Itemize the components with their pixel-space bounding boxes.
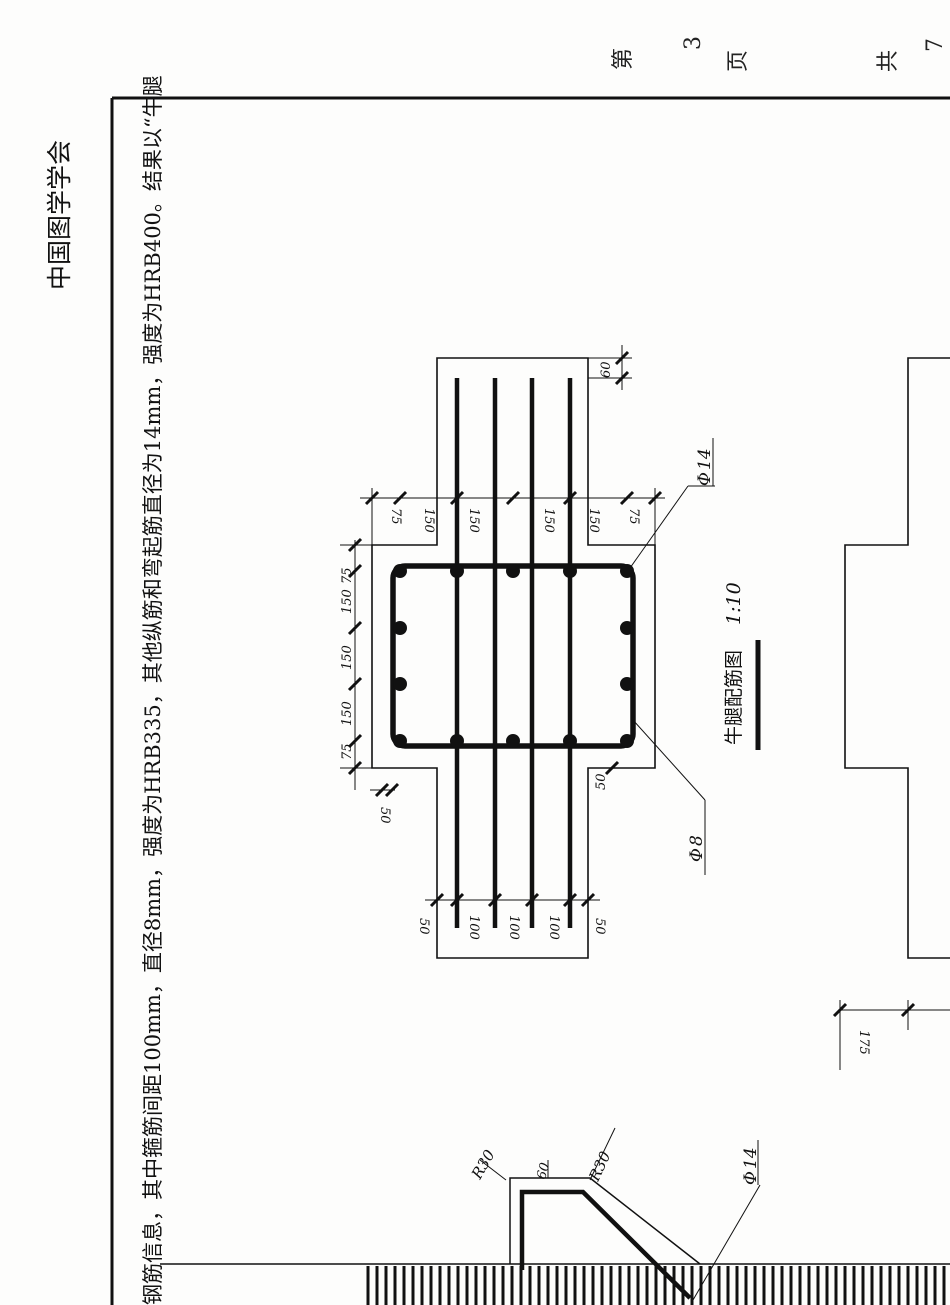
dim-label: 75 [340, 567, 355, 584]
dim-label: 100 [546, 915, 561, 940]
stirrup-hatching [366, 1266, 946, 1305]
dim-label: 60 [534, 1161, 553, 1181]
dimension-tick [647, 490, 663, 506]
rebar-dot [506, 734, 520, 748]
instruction-text: 钢筋信息，其中箍筋间距100mm，直径8mm，强度为HRB335，其他纵筋和弯起… [141, 75, 165, 1305]
dimension-tick [619, 490, 635, 506]
dimension-tick [449, 892, 465, 908]
dimension-tick [580, 892, 596, 908]
dim-label: 75 [340, 743, 355, 760]
dim-label: 100 [466, 915, 481, 940]
org-name: 中国图学学会 [45, 140, 74, 290]
rebar-dots [393, 564, 634, 748]
total-prefix: 共 [876, 50, 901, 72]
bar-symbol-icon: Φ [741, 1171, 761, 1185]
bar-symbol-icon: Φ [687, 848, 707, 862]
dim-label: 50 [377, 807, 392, 824]
rebar-dot [620, 734, 634, 748]
dimension-tick [505, 490, 521, 506]
section-scale: 1:10 [723, 582, 745, 625]
dim-label: 175 [856, 1030, 871, 1055]
dimension-tick [384, 782, 400, 798]
leader-elevation [692, 1184, 761, 1301]
dim-label: 50 [594, 773, 609, 790]
dimension-tick [614, 370, 630, 386]
dimension-tick [562, 892, 578, 908]
rebar-dot [393, 734, 407, 748]
dimension-tick [347, 537, 363, 553]
dimension-tick [562, 490, 578, 506]
page-suffix: 页 [726, 50, 751, 72]
dim-label: 150 [586, 508, 601, 533]
column-elevation [844, 357, 950, 959]
dimension-tick [429, 892, 445, 908]
leader-main-bar [629, 485, 689, 569]
rebar-dot [393, 677, 407, 691]
bent-bar [519, 1189, 692, 1300]
dim-label: 150 [340, 701, 355, 726]
dim-label: 150 [421, 508, 436, 533]
total-value: 7 [923, 38, 948, 52]
dimension-tick [487, 892, 503, 908]
dim-label: 150 [340, 589, 355, 614]
elevation-outline [509, 1177, 701, 1265]
corbel-elevation [160, 1000, 950, 1301]
dimension-tick [614, 350, 630, 366]
dimension-tick [449, 490, 465, 506]
dim-label: 150 [466, 508, 481, 533]
dim-label: 50 [416, 918, 431, 935]
leader-stirrup [632, 719, 706, 801]
rebar-dot [620, 677, 634, 691]
dim-label: 75 [626, 508, 641, 525]
dimension-tick [347, 733, 363, 749]
dim-label: 150 [541, 508, 556, 533]
bar-symbol-icon: Φ [695, 472, 715, 486]
corbel-section [371, 357, 656, 959]
elevation-bar-label: 14 [741, 1147, 761, 1169]
page-prefix: 第 [611, 48, 636, 70]
page-frame [110, 96, 950, 1305]
dim-label: 60 [599, 361, 614, 378]
dim-label: 100 [506, 915, 521, 940]
rebar-dot [393, 564, 407, 578]
dimension-tick [392, 490, 408, 506]
dimension-tick [364, 490, 380, 506]
stirrup-label: 8 [687, 835, 707, 846]
rebar-dot [393, 621, 407, 635]
radius-label: R30 [585, 1148, 615, 1184]
stirrup [390, 563, 636, 749]
dim-label: 150 [340, 645, 355, 670]
rebar-dot [563, 564, 577, 578]
section-outline [371, 357, 656, 959]
rebar-dot [506, 564, 520, 578]
dimension-tick [347, 620, 363, 636]
dimension-tick [524, 892, 540, 908]
dimension-tick [347, 563, 363, 579]
section-title: 牛腿配筋图 [723, 650, 745, 745]
rebar-dot [620, 621, 634, 635]
rebar-dot [450, 564, 464, 578]
dimension-tick [374, 782, 390, 798]
main-bar-label: 14 [695, 448, 715, 470]
dimension-lines [340, 345, 715, 958]
dimension-ticks [347, 350, 916, 1018]
dim-label: 50 [592, 918, 607, 935]
longitudinal-bars [454, 378, 573, 928]
dimension-tick [347, 676, 363, 692]
radius-label: R30 [467, 1146, 499, 1183]
rebar-dot [450, 734, 464, 748]
dimension-tick [347, 760, 363, 776]
page-number: 第 3 页 共 7 [611, 36, 948, 72]
page-number-value: 3 [681, 36, 706, 50]
dimension-tick [604, 760, 620, 776]
rebar-dot [563, 734, 577, 748]
dim-label: 75 [388, 508, 403, 525]
